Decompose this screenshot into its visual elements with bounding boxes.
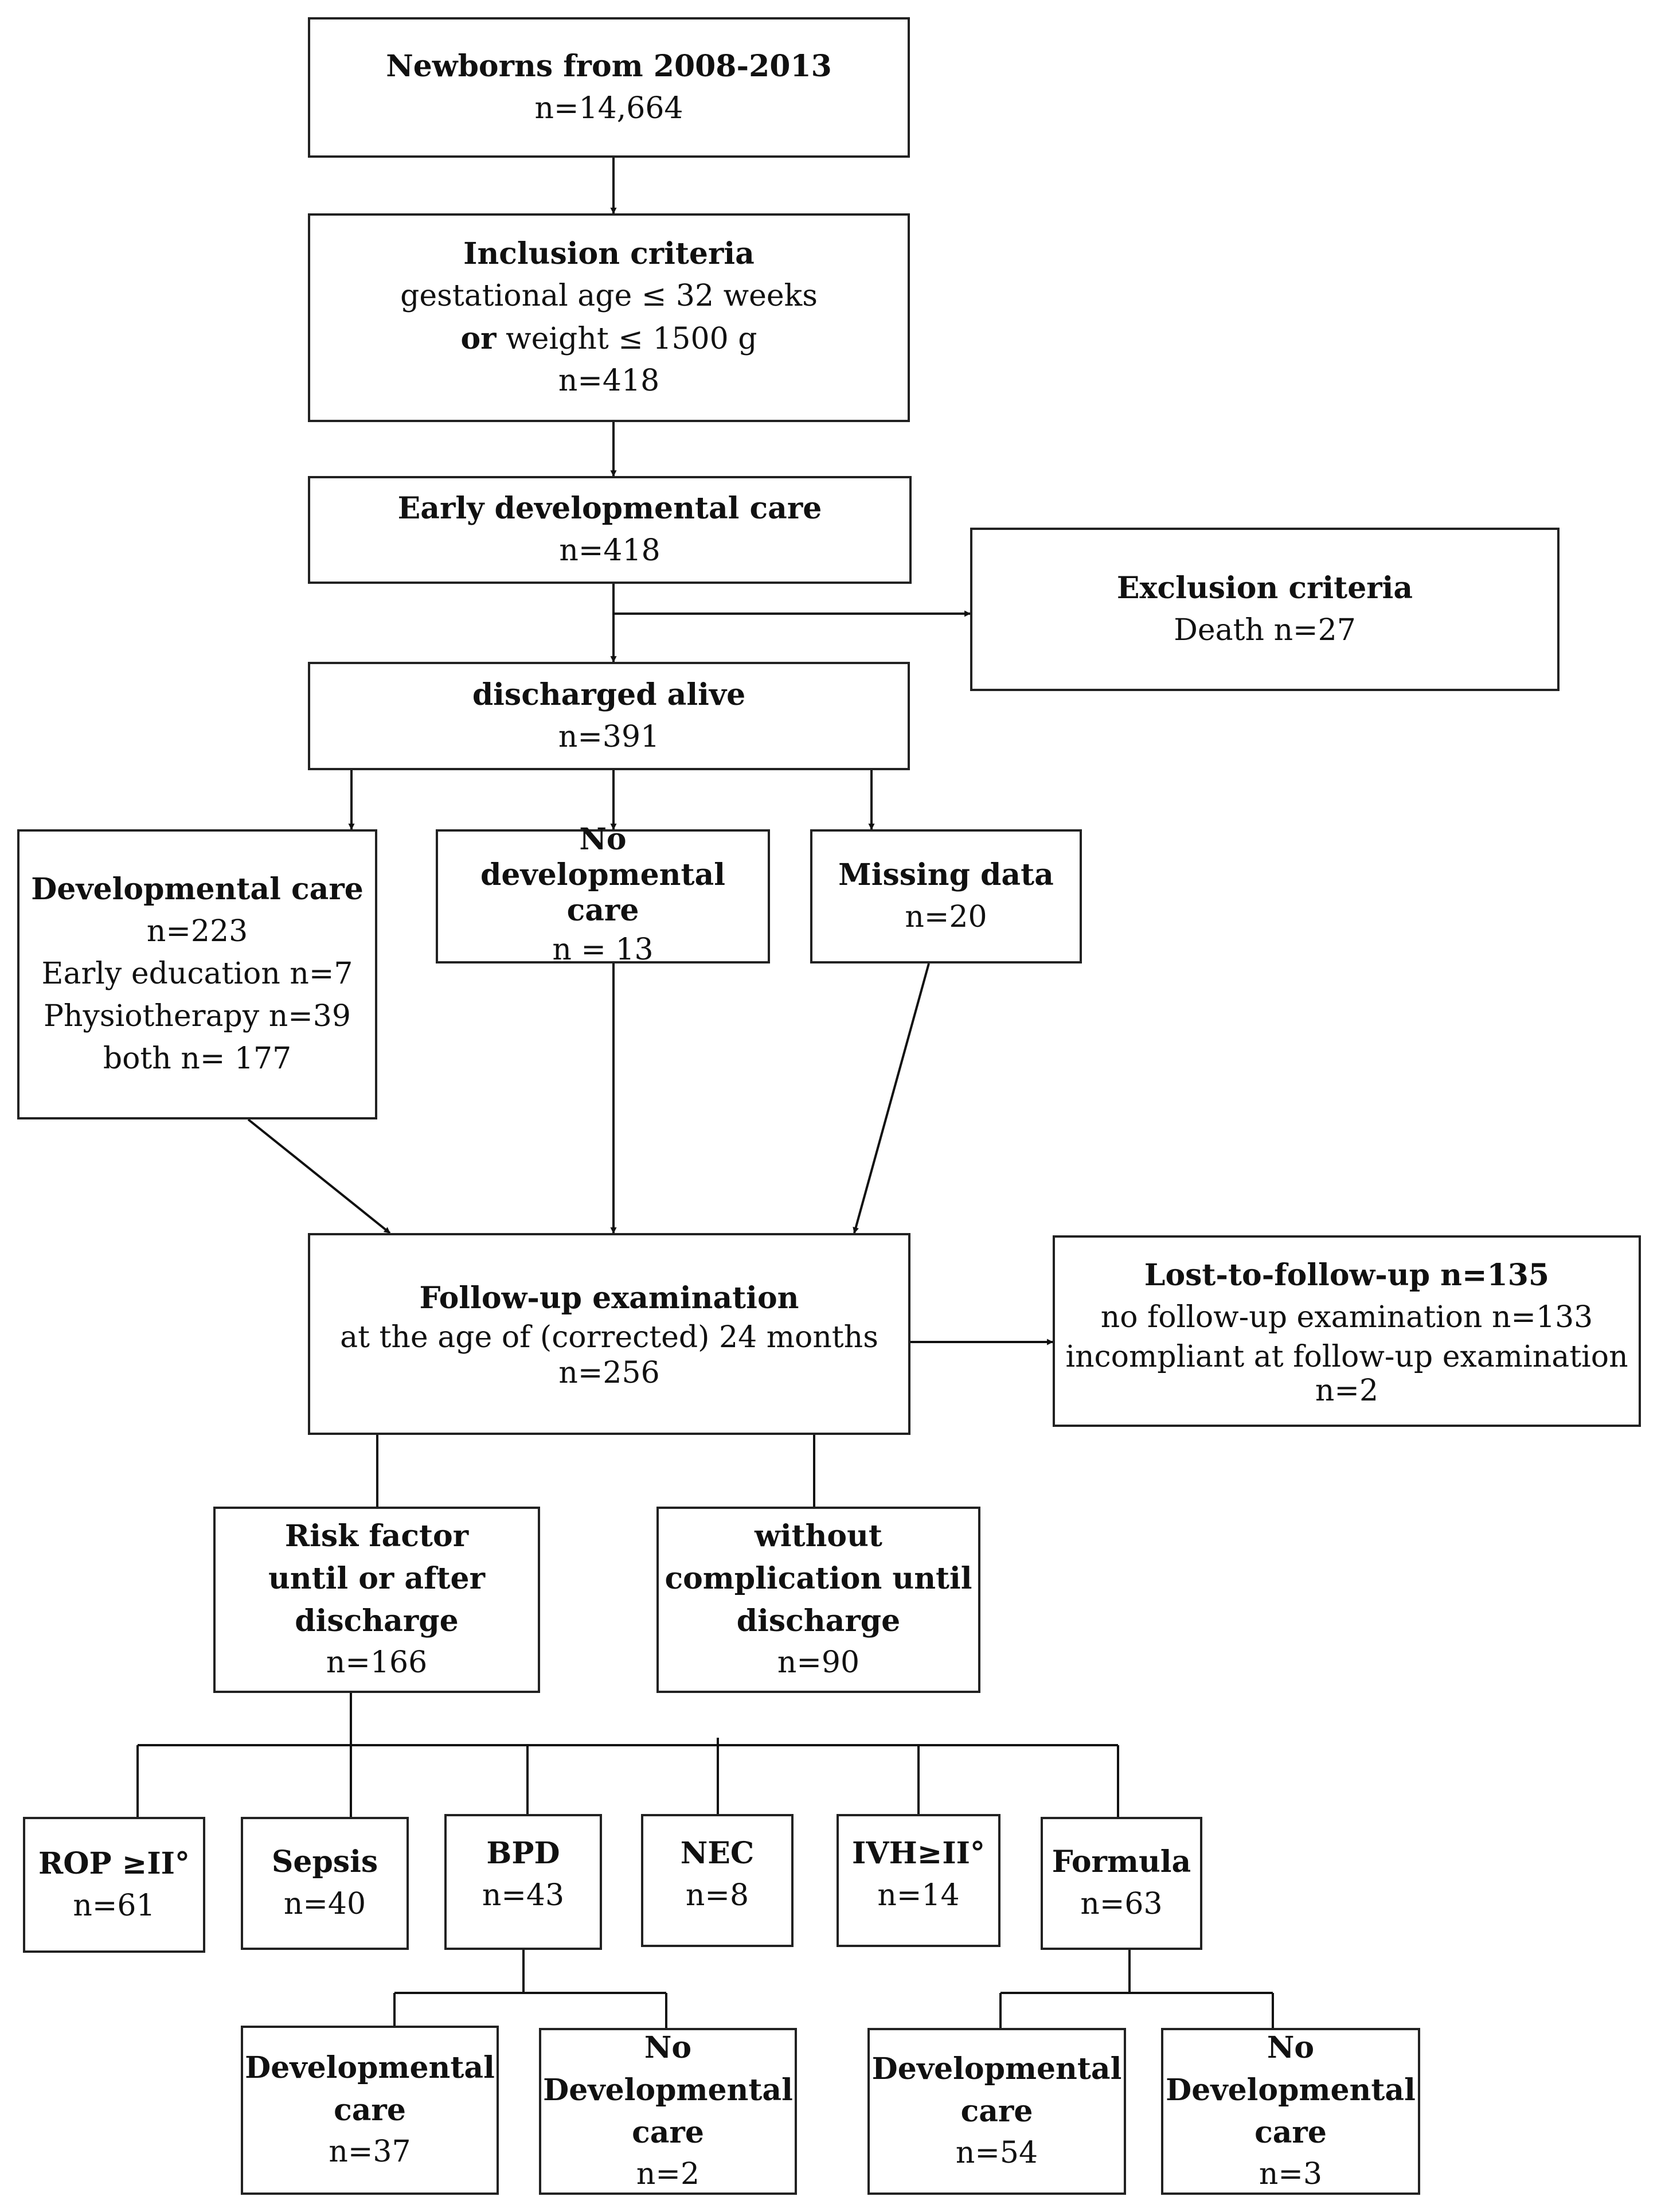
missing-title: Missing data: [838, 857, 1054, 893]
formula-dev-count: n=54: [955, 2136, 1038, 2171]
followup-title: Follow-up examination: [419, 1280, 799, 1316]
bpd-dev-title: Developmental care: [245, 2050, 495, 2128]
lost-no-examination: no follow-up examination n=133: [1100, 1300, 1593, 1335]
inclusion-weight-text: weight ≤ 1500 g: [496, 321, 757, 356]
bpd-no-developmental-care-box: No Developmental care n=2: [539, 2028, 797, 2195]
formula-count: n=63: [1080, 1887, 1163, 1921]
bpd-count: n=43: [482, 1878, 565, 1913]
bpd-box: BPD n=43: [444, 1814, 602, 1950]
follow-up-examination-box: Follow-up examination at the age of (cor…: [308, 1233, 910, 1435]
formula-box: Formula n=63: [1041, 1817, 1202, 1950]
missing-count: n=20: [905, 900, 987, 934]
exclusion-death: Death n=27: [1174, 613, 1356, 647]
rop-box: ROP ≥II° n=61: [23, 1817, 205, 1953]
no-developmental-care-box: No developmental care n = 13: [436, 822, 770, 967]
without-title: without complication until discharge: [665, 1518, 972, 1638]
ivh-title: IVH≥II°: [851, 1836, 986, 1871]
newborns-count: n=14,664: [534, 91, 683, 126]
no-dev-care-count: n = 13: [552, 932, 654, 967]
dev-care-count: n=223: [146, 914, 248, 949]
bpd-nodev-count: n=2: [636, 2157, 700, 2192]
bpd-nodev-title: No Developmental care: [543, 2030, 793, 2150]
followup-age: at the age of (corrected) 24 months: [340, 1320, 878, 1355]
formula-dev-title: Developmental care: [871, 2051, 1122, 2129]
bpd-dev-count: n=37: [329, 2135, 411, 2170]
without-complication-box: without complication until discharge n=9…: [656, 1507, 980, 1693]
inclusion-title: Inclusion criteria: [463, 236, 755, 271]
ivh-count: n=14: [877, 1878, 960, 1913]
dev-care-early-education: Early education n=7: [41, 957, 353, 992]
without-count: n=90: [777, 1645, 860, 1680]
inclusion-or-word: or: [460, 321, 497, 356]
discharged-count: n=391: [558, 719, 660, 754]
exclusion-title: Exclusion criteria: [1116, 570, 1413, 606]
exclusion-criteria-box: Exclusion criteria Death n=27: [970, 528, 1560, 691]
risk-count: n=166: [326, 1645, 428, 1680]
nec-count: n=8: [685, 1878, 749, 1913]
bpd-developmental-care-box: Developmental care n=37: [241, 2026, 499, 2195]
dev-care-title: Developmental care: [31, 872, 364, 907]
formula-no-developmental-care-box: No Developmental care n=3: [1161, 2028, 1420, 2195]
sepsis-count: n=40: [283, 1887, 366, 1921]
newborns-title: Newborns from 2008-2013: [386, 48, 832, 84]
rop-count: n=61: [73, 1888, 155, 1923]
inclusion-weight: or weight ≤ 1500 g: [461, 318, 757, 361]
dev-care-physiotherapy: Physiotherapy n=39: [44, 998, 351, 1033]
bpd-title: BPD: [486, 1836, 560, 1871]
dev-care-both: both n= 177: [103, 1041, 292, 1076]
sepsis-title: Sepsis: [271, 1844, 378, 1880]
no-dev-care-title: No developmental care: [480, 821, 725, 929]
inclusion-gestational-age: gestational age ≤ 32 weeks: [400, 278, 818, 313]
nec-title: NEC: [680, 1836, 755, 1871]
risk-title: Risk factor until or after discharge: [268, 1518, 485, 1638]
discharged-title: discharged alive: [472, 677, 746, 712]
sepsis-box: Sepsis n=40: [241, 1817, 409, 1950]
rop-title: ROP ≥II°: [38, 1846, 190, 1881]
developmental-care-box: Developmental care n=223 Early education…: [17, 829, 377, 1119]
discharged-alive-box: discharged alive n=391: [308, 662, 910, 770]
early-dev-count: n=418: [559, 533, 660, 568]
arrow-dev-care-to-followup: [247, 1118, 391, 1234]
early-developmental-care-box: Early developmental care n=418: [308, 476, 912, 584]
ivh-box: IVH≥II° n=14: [837, 1814, 1000, 1947]
formula-nodev-count: n=3: [1258, 2157, 1323, 2192]
early-dev-title: Early developmental care: [397, 491, 822, 526]
nec-box: NEC n=8: [641, 1814, 794, 1947]
followup-count: n=256: [558, 1355, 660, 1390]
formula-title: Formula: [1052, 1844, 1191, 1880]
arrow-missing-to-followup: [853, 963, 930, 1234]
formula-nodev-title: No Developmental care: [1166, 2030, 1416, 2150]
lost-incompliant: incompliant at follow-up examination: [1065, 1340, 1628, 1375]
lost-to-follow-up-box: Lost-to-follow-up n=135 no follow-up exa…: [1053, 1235, 1641, 1427]
lost-title: Lost-to-follow-up n=135: [1144, 1258, 1550, 1293]
formula-developmental-care-box: Developmental care n=54: [867, 2028, 1126, 2195]
lost-incompliant-count: n=2: [1315, 1374, 1379, 1409]
inclusion-count: n=418: [558, 364, 660, 399]
missing-data-box: Missing data n=20: [810, 829, 1082, 963]
newborns-box: Newborns from 2008-2013 n=14,664: [308, 17, 910, 158]
inclusion-criteria-box: Inclusion criteria gestational age ≤ 32 …: [308, 213, 910, 422]
risk-factor-box: Risk factor until or after discharge n=1…: [213, 1507, 540, 1693]
